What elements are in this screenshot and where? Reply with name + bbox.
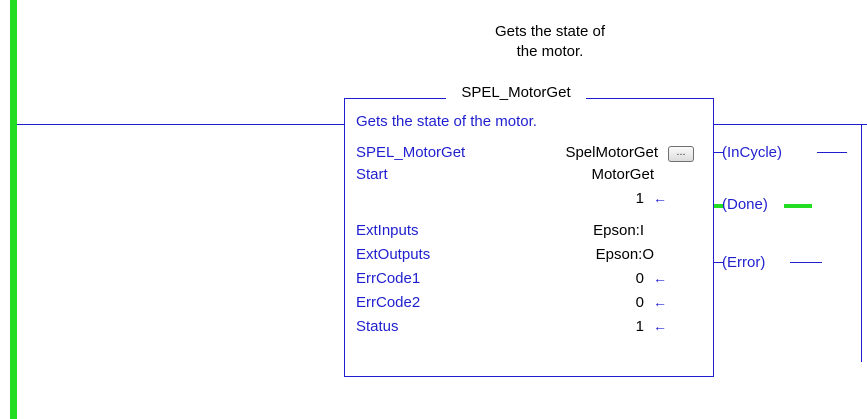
coil-close-paren: ) [760,254,766,271]
row-label-instance: SPEL_MotorGet [356,144,466,161]
row-label-errcode2: ErrCode2 [356,294,421,311]
row-value-extoutputs[interactable]: Epson:O [595,246,654,263]
error-wire-out [790,262,822,263]
coil-incycle-label: InCycle [727,144,778,161]
incycle-wire-in [714,152,724,153]
left-arrow-icon: ← [653,318,667,334]
error-wire-in [714,262,724,263]
output-branch-wire [861,124,862,362]
row-value-start-state: 1 [635,190,644,207]
row-label-errcode1: ErrCode1 [356,270,421,287]
done-wire-out [784,204,812,208]
left-arrow-icon: ← [653,270,667,286]
coil-close-paren: ) [777,144,783,161]
instance-properties-button[interactable]: ... [668,146,694,162]
row-label-start: Start [356,166,388,183]
row-value-errcode2: 0 [635,294,644,311]
function-block-title[interactable]: SPEL_MotorGet [446,84,586,101]
coil-close-paren: ) [762,196,768,213]
coil-error[interactable]: (Error) [722,254,765,271]
row-value-errcode1: 0 [635,270,644,287]
rung-wire-input [17,124,344,125]
row-label-extoutputs: ExtOutputs [356,246,431,263]
done-wire-in [714,204,724,208]
coil-done[interactable]: (Done) [722,196,768,213]
function-block-description: Gets the state of the motor. [356,113,537,130]
row-value-instance[interactable]: SpelMotorGet [565,144,658,161]
rung-comment-line-1: Gets the state of [494,23,606,40]
row-value-start[interactable]: MotorGet [591,166,654,183]
function-block-title-text: SPEL_MotorGet [461,84,571,101]
coil-open-paren: ( [722,196,727,213]
left-arrow-icon: ← [653,294,667,310]
coil-open-paren: ( [722,144,727,161]
rung-wire-output [714,124,867,125]
left-power-rail [10,0,17,419]
coil-incycle[interactable]: (InCycle) [722,144,782,161]
coil-error-label: Error [727,254,761,271]
left-arrow-icon: ← [653,190,667,206]
ellipsis-icon: ... [676,146,686,158]
rung-comment[interactable]: Gets the state of the motor. [440,22,660,62]
coil-done-label: Done [727,196,763,213]
row-value-extinputs[interactable]: Epson:I [593,222,644,239]
row-label-status: Status [356,318,399,335]
incycle-wire-out [817,152,847,153]
row-label-extinputs: ExtInputs [356,222,419,239]
row-value-status: 1 [635,318,644,335]
coil-open-paren: ( [722,254,727,271]
rung-comment-line-2: the motor. [516,43,584,60]
